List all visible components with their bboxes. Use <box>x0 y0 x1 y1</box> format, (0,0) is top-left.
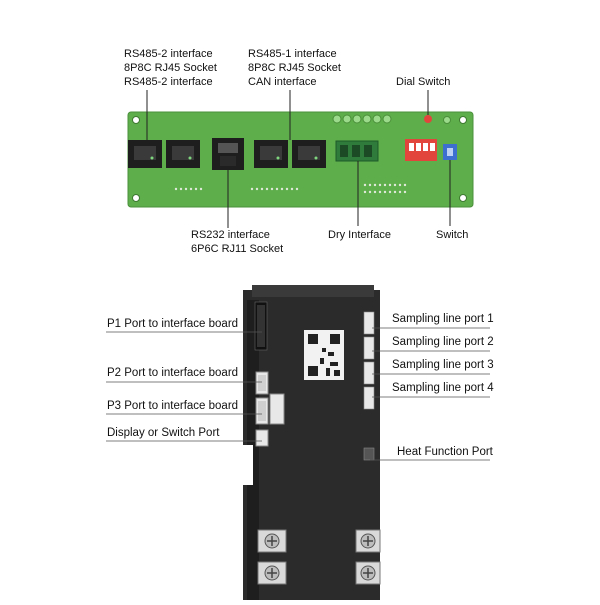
led-row <box>332 114 392 124</box>
label-rs485-2-line2: 8P8C RJ45 Socket <box>124 62 217 74</box>
dry-interface-terminal <box>335 140 379 162</box>
p2-connector <box>255 371 269 395</box>
label-sampling-port-2: Sampling line port 2 <box>392 336 494 348</box>
label-rs485-1-line1: RS485-1 interface <box>248 48 337 60</box>
label-rs485-2-line1: RS485-2 interface <box>124 48 213 60</box>
label-dry-interface: Dry Interface <box>328 229 391 241</box>
mount-hole <box>132 116 140 124</box>
mount-hole <box>132 194 140 202</box>
rj45-socket-rs485-2a <box>128 140 162 168</box>
label-heat-function-port: Heat Function Port <box>397 446 493 458</box>
label-switch: Switch <box>436 229 469 241</box>
label-sampling-port-3: Sampling line port 3 <box>392 359 494 371</box>
terminal-screws <box>257 529 381 585</box>
label-rs232-line2: 6P6C RJ11 Socket <box>191 243 284 255</box>
p1-connector <box>254 301 268 351</box>
top-leader-lines <box>146 90 451 228</box>
mount-hole <box>459 116 467 124</box>
label-can-interface: CAN interface <box>248 76 317 88</box>
label-p3-port: P3 Port to interface board <box>107 400 239 412</box>
dip-switch <box>405 115 437 161</box>
label-p1-port: P1 Port to interface board <box>107 318 239 330</box>
bms-board <box>243 285 381 600</box>
display-connector <box>255 429 269 447</box>
label-sampling-port-1: Sampling line port 1 <box>392 313 494 325</box>
label-rs232-line1: RS232 interface <box>191 229 270 241</box>
sampling-ports <box>363 311 375 410</box>
rj11-socket-rs232 <box>212 138 244 170</box>
qr-code <box>304 330 344 380</box>
mount-hole <box>459 194 467 202</box>
rj45-socket-rs485-1a <box>254 140 288 168</box>
heat-port <box>363 447 375 461</box>
p3-connector <box>255 393 285 425</box>
power-switch <box>443 144 457 160</box>
pin-dots <box>174 183 407 194</box>
label-sampling-port-4: Sampling line port 4 <box>392 382 494 394</box>
label-rs485-1-line2: 8P8C RJ45 Socket <box>248 62 341 74</box>
label-dial-switch: Dial Switch <box>396 76 451 88</box>
label-display-switch-port: Display or Switch Port <box>107 427 220 439</box>
label-rs485-2-line3: RS485-2 interface <box>124 76 213 88</box>
rj45-socket-rs485-2b <box>166 140 200 168</box>
bottom-leader-lines <box>106 327 490 461</box>
label-p2-port: P2 Port to interface board <box>107 367 239 379</box>
interface-board <box>127 111 474 208</box>
rj45-socket-rs485-1b <box>292 140 326 168</box>
